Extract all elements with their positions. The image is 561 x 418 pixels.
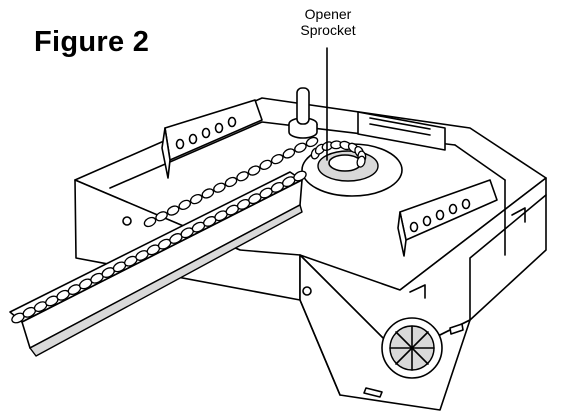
light-lens	[357, 111, 446, 151]
chain-link	[305, 136, 319, 148]
right-bracket	[397, 179, 498, 257]
bracket-holes-left	[175, 116, 237, 150]
chain-link	[155, 211, 168, 222]
chain-link	[166, 205, 180, 216]
callout-line-1: Opener	[304, 6, 352, 22]
chain	[11, 136, 367, 324]
chain-link	[270, 154, 284, 165]
chain-link	[356, 155, 366, 168]
callout-line-2: Sprocket	[300, 22, 356, 38]
chain-link	[293, 170, 307, 182]
chain-link	[294, 142, 307, 153]
chain-link	[178, 199, 192, 210]
bracket-holes-right	[409, 198, 471, 233]
figure-title: Figure 2	[34, 26, 150, 58]
antenna-post	[288, 87, 318, 139]
left-bracket	[161, 99, 263, 179]
chain-link	[201, 188, 215, 199]
chain-link	[224, 176, 238, 188]
housing-feet	[363, 323, 464, 398]
chain-link	[189, 194, 203, 205]
chain-link	[247, 165, 261, 176]
sprocket-callout: Opener Sprocket	[268, 6, 388, 38]
adjustment-knob	[381, 317, 443, 379]
chain-link	[259, 159, 273, 170]
chain-link	[282, 148, 296, 159]
chain-link	[143, 216, 157, 228]
chain-link	[236, 171, 249, 182]
chain-link	[213, 182, 226, 193]
